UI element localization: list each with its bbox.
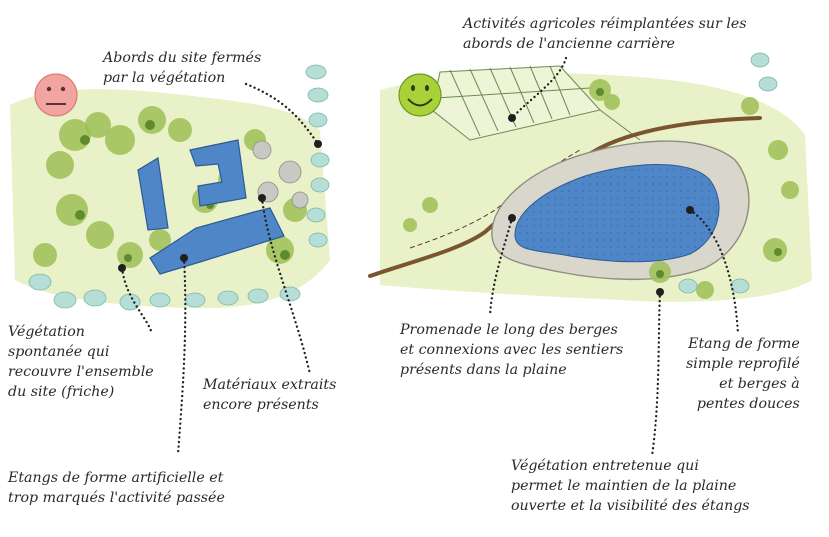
before-tree-cluster — [33, 106, 307, 268]
label-extracted-materials: Matériaux extraits encore présents — [203, 377, 337, 413]
label-reprofiled-pond: Etang de forme simple reprofilé et berge… — [686, 336, 800, 412]
after-pond — [491, 140, 750, 281]
label-agricultural-activities: Activités agricoles réimplantées sur les… — [463, 16, 747, 52]
before-marker-ponds — [180, 254, 188, 262]
after-shrub-row — [678, 52, 778, 294]
leader-farming — [510, 56, 568, 120]
label-site-edges-closed: Abords du site fermés par la végétation — [103, 50, 262, 86]
leader-promenade — [488, 216, 514, 318]
before-marker-edges — [314, 140, 322, 148]
before-shrub-row — [28, 64, 330, 311]
after-marker-pond — [686, 206, 694, 214]
before-artificial-ponds — [137, 139, 285, 275]
before-extracted-material-piles — [252, 140, 309, 209]
leader-pond — [688, 208, 740, 336]
after-marker-promenade — [508, 214, 516, 222]
after-leader-lines — [488, 56, 740, 458]
before-marker-vegetation — [118, 264, 126, 272]
before-leader-lines — [120, 82, 320, 456]
leader-vegetation — [120, 266, 154, 336]
before-grass-area — [10, 89, 330, 309]
label-artificial-ponds: Etangs de forme artificielle et trop mar… — [8, 470, 225, 506]
leader-site-edges — [244, 82, 320, 146]
leader-ponds — [176, 256, 187, 456]
after-marker-maintained-vegetation — [656, 288, 664, 296]
leader-maintained-vegetation — [650, 290, 662, 458]
leader-materials — [260, 196, 312, 376]
label-spontaneous-vegetation: Végétation spontanée qui recouvre l'ense… — [8, 324, 154, 400]
before-marker-materials — [258, 194, 266, 202]
sad-face-icon — [34, 73, 78, 117]
label-maintained-vegetation: Végétation entretenue qui permet le main… — [511, 458, 750, 514]
after-marker-farming — [508, 114, 516, 122]
after-tree-cluster — [403, 79, 799, 299]
happy-face-icon — [398, 73, 442, 117]
before-site-sketch — [10, 64, 330, 456]
after-site-sketch — [368, 52, 812, 458]
label-promenade: Promenade le long des berges et connexio… — [400, 322, 624, 378]
